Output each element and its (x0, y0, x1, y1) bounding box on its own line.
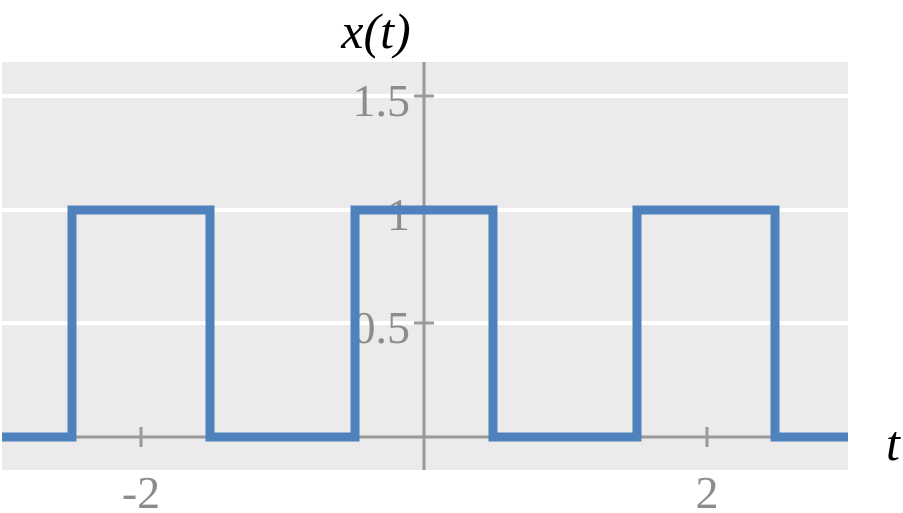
y-tick-label: 1.5 (353, 75, 411, 126)
x-tick-label: -2 (122, 467, 160, 513)
x-tick-label: 2 (696, 467, 719, 513)
x-axis-title: t (886, 415, 901, 471)
y-axis-title: x(t) (340, 3, 410, 59)
y-tick-label: 0.5 (353, 302, 411, 353)
series-line (2, 205, 848, 442)
